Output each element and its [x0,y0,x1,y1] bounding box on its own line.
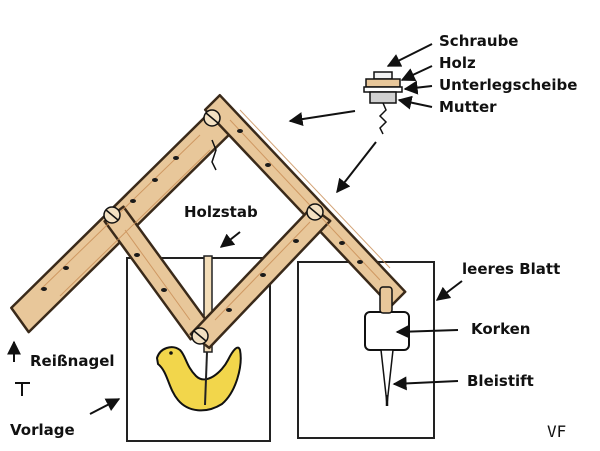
arrow-cork [395,324,459,339]
arrow-template [89,398,121,415]
wooden-rod [203,255,213,353]
screw-assembly-icon [363,71,403,135]
label-nut: Mutter [439,98,497,116]
label-cork: Korken [471,320,531,338]
arrow-wood [400,65,433,82]
signature: VF [547,422,567,441]
arrow-rod [219,231,241,248]
arrow-nut [397,95,433,110]
pencil-body [380,349,394,405]
blank-sheet [297,261,435,439]
arrow-pencil [392,376,459,391]
label-thumbtack: Reißnagel [30,352,115,370]
label-screw: Schraube [439,32,519,50]
arrow-to-top-pivot [288,110,356,127]
label-wood: Holz [439,54,476,72]
label-blank-sheet: leeres Blatt [462,260,561,278]
arrow-blank-sheet [435,280,463,301]
label-wooden-rod: Holzstab [184,203,258,221]
arrow-to-right-pivot [336,141,377,194]
thumbtack-icon [15,382,30,396]
label-template: Vorlage [10,421,75,439]
arrow-screw [386,43,433,67]
bird-drawing [155,346,242,412]
label-washer: Unterlegscheibe [439,76,578,94]
label-pencil: Bleistift [467,372,534,390]
arrow-washer [403,80,433,95]
pencil-top [379,286,393,314]
